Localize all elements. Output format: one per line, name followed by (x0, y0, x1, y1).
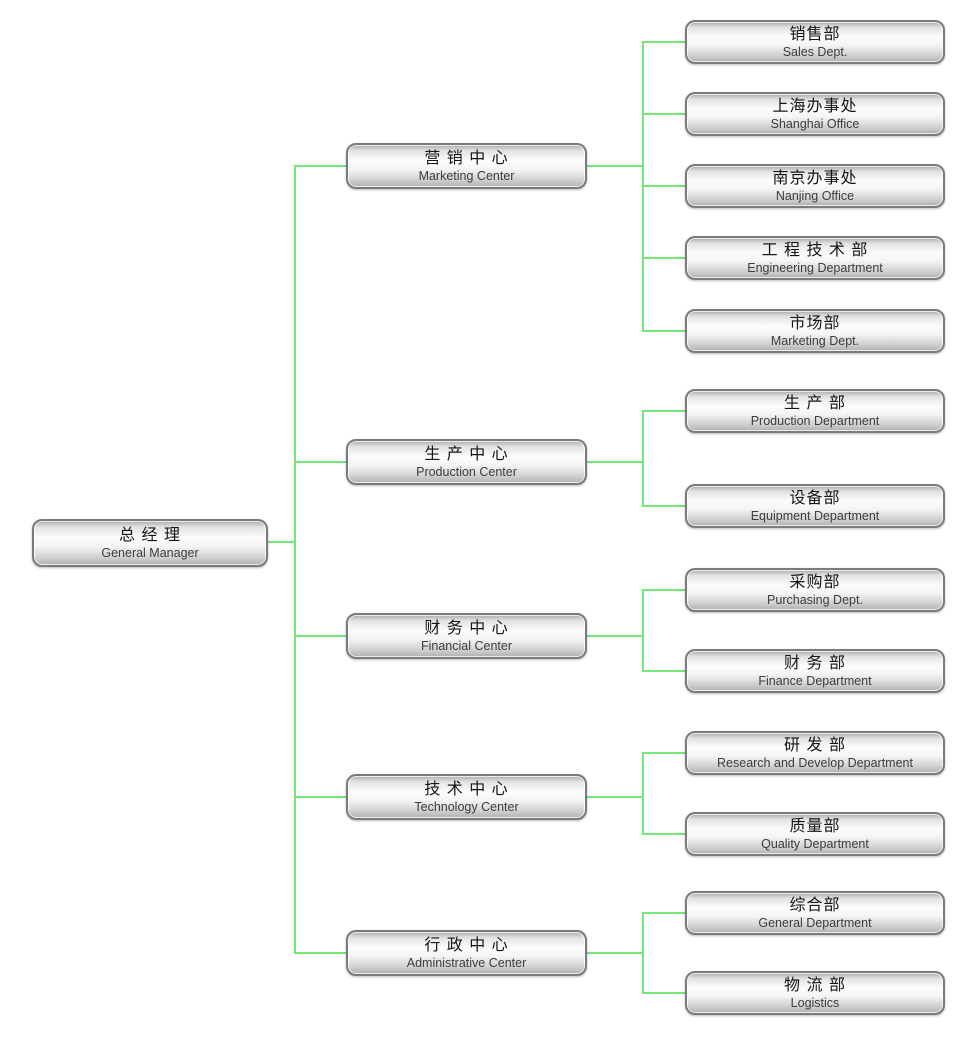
node-label-zh: 研 发 部 (784, 736, 846, 754)
node-label-en: Quality Department (761, 836, 869, 851)
node-label-zh: 总 经 理 (119, 526, 181, 544)
connector-line (642, 912, 685, 914)
node-label-zh: 综合部 (789, 896, 841, 914)
node-label-en: Production Center (416, 464, 517, 479)
connector-line (642, 670, 685, 672)
connector-line (642, 330, 685, 332)
node-label-en: Engineering Department (747, 260, 883, 275)
node-label-en: Sales Dept. (782, 44, 848, 59)
node-label-zh: 技 术 中 心 (424, 780, 509, 798)
node-label-en: Nanjing Office (775, 188, 855, 203)
org-node-financial-center: 财 务 中 心 Financial Center (346, 613, 587, 659)
node-label-en: Purchasing Dept. (767, 592, 863, 607)
node-label-zh: 上海办事处 (772, 97, 858, 115)
node-label-en: Marketing Center (418, 168, 515, 183)
connector-line (642, 410, 644, 507)
node-label-zh: 物 流 部 (784, 976, 846, 994)
org-node-general-department: 综合部 General Department (685, 891, 945, 935)
org-node-technology-center: 技 术 中 心 Technology Center (346, 774, 587, 820)
org-node-administrative-center: 行 政 中 心 Administrative Center (346, 930, 587, 976)
node-label-en: General Manager (101, 545, 199, 560)
node-label-zh: 生 产 中 心 (424, 445, 509, 463)
org-node-finance-department: 财 务 部 Finance Department (685, 649, 945, 693)
org-node-general-manager: 总 经 理 General Manager (32, 519, 268, 567)
connector-line (642, 410, 685, 412)
connector-line (642, 589, 644, 672)
connector-line (587, 165, 644, 167)
node-label-zh: 销售部 (789, 25, 841, 43)
connector-line (587, 952, 644, 954)
connector-line (642, 752, 644, 835)
node-label-en: Research and Develop Department (717, 755, 913, 770)
node-label-zh: 财 务 部 (784, 654, 846, 672)
node-label-zh: 行 政 中 心 (424, 936, 509, 954)
org-node-purchasing-dept: 采购部 Purchasing Dept. (685, 568, 945, 612)
org-node-shanghai-office: 上海办事处 Shanghai Office (685, 92, 945, 136)
node-label-zh: 南京办事处 (772, 169, 858, 187)
org-node-logistics: 物 流 部 Logistics (685, 971, 945, 1015)
node-label-en: Finance Department (758, 673, 872, 688)
connector-line (642, 752, 685, 754)
org-node-equipment-department: 设备部 Equipment Department (685, 484, 945, 528)
node-label-en: Financial Center (420, 638, 512, 653)
org-node-production-center: 生 产 中 心 Production Center (346, 439, 587, 485)
node-label-zh: 市场部 (789, 314, 841, 332)
org-node-nanjing-office: 南京办事处 Nanjing Office (685, 164, 945, 208)
connector-line (268, 541, 296, 543)
node-label-zh: 质量部 (789, 817, 841, 835)
node-label-en: Shanghai Office (770, 116, 860, 131)
connector-line (642, 257, 685, 259)
connector-line (642, 589, 685, 591)
org-node-marketing-center: 营 销 中 心 Marketing Center (346, 143, 587, 189)
node-label-zh: 财 务 中 心 (424, 619, 509, 637)
node-label-en: Technology Center (414, 799, 519, 814)
node-label-zh: 营 销 中 心 (424, 149, 509, 167)
org-node-sales-dept: 销售部 Sales Dept. (685, 20, 945, 64)
node-label-en: Marketing Dept. (770, 333, 860, 348)
node-label-en: Equipment Department (750, 508, 880, 523)
node-label-zh: 设备部 (789, 489, 841, 507)
node-label-en: Logistics (790, 995, 840, 1010)
org-node-quality-department: 质量部 Quality Department (685, 812, 945, 856)
connector-line (587, 796, 644, 798)
org-node-production-department: 生 产 部 Production Department (685, 389, 945, 433)
node-label-en: Production Department (750, 413, 880, 428)
connector-line (642, 833, 685, 835)
org-node-research-develop-department: 研 发 部 Research and Develop Department (685, 731, 945, 775)
connector-line (642, 41, 685, 43)
org-node-marketing-dept: 市场部 Marketing Dept. (685, 309, 945, 353)
connector-line (642, 113, 685, 115)
org-node-engineering-department: 工 程 技 术 部 Engineering Department (685, 236, 945, 280)
connector-line (642, 992, 685, 994)
connector-line (642, 185, 685, 187)
connector-line (294, 796, 346, 798)
connector-line (294, 165, 346, 167)
node-label-zh: 采购部 (789, 573, 841, 591)
connector-line (587, 635, 644, 637)
connector-line (294, 165, 296, 954)
connector-line (587, 461, 644, 463)
connector-line (642, 505, 685, 507)
connector-line (642, 912, 644, 994)
node-label-zh: 生 产 部 (784, 394, 846, 412)
node-label-zh: 工 程 技 术 部 (761, 241, 869, 259)
node-label-en: General Department (758, 915, 872, 930)
connector-line (294, 461, 346, 463)
node-label-en: Administrative Center (406, 955, 527, 970)
connector-line (294, 635, 346, 637)
connector-line (294, 952, 346, 954)
